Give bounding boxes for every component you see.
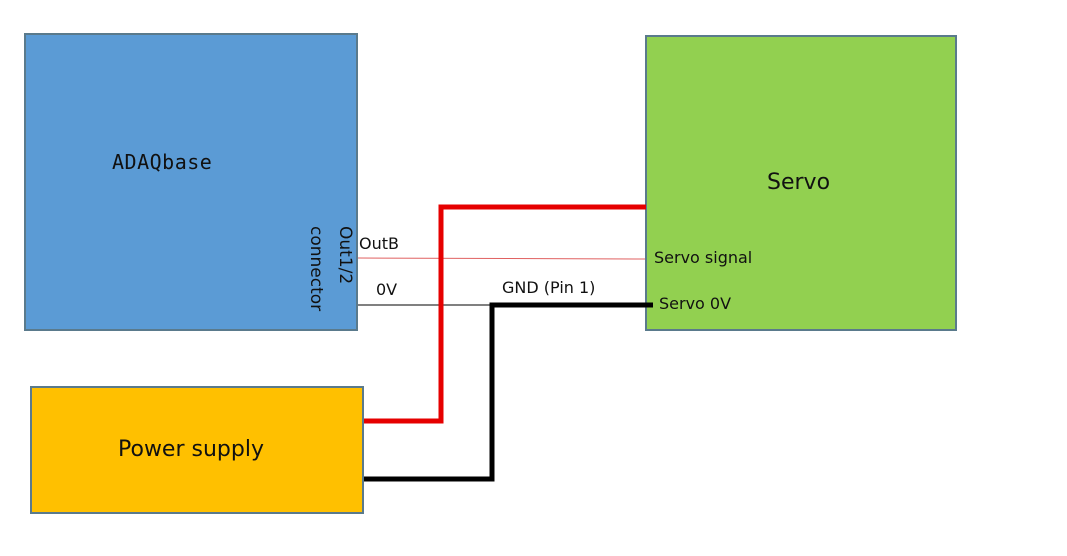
power-supply-block: [30, 386, 364, 514]
servo-0v-label: Servo 0V: [659, 294, 732, 313]
power-ground-wire: [364, 302, 653, 482]
connector-label-line1: Out1/2: [335, 226, 355, 285]
power-positive-wire: [364, 204, 646, 424]
connector-label-line2: connector: [306, 226, 326, 312]
adaqbase-block: [24, 33, 358, 331]
adaqbase-label: ADAQbase: [112, 150, 213, 174]
servo-label: Servo: [767, 170, 831, 195]
power-supply-label: Power supply: [118, 437, 264, 462]
gnd-pin-label: GND (Pin 1): [502, 278, 596, 297]
zero-v-label: 0V: [376, 280, 398, 299]
servo-signal-label: Servo signal: [654, 248, 753, 267]
signal-wire: [357, 257, 646, 260]
connector-label-2: connector: [300, 226, 330, 322]
outb-label: OutB: [359, 234, 399, 253]
servo-block: [645, 35, 957, 331]
